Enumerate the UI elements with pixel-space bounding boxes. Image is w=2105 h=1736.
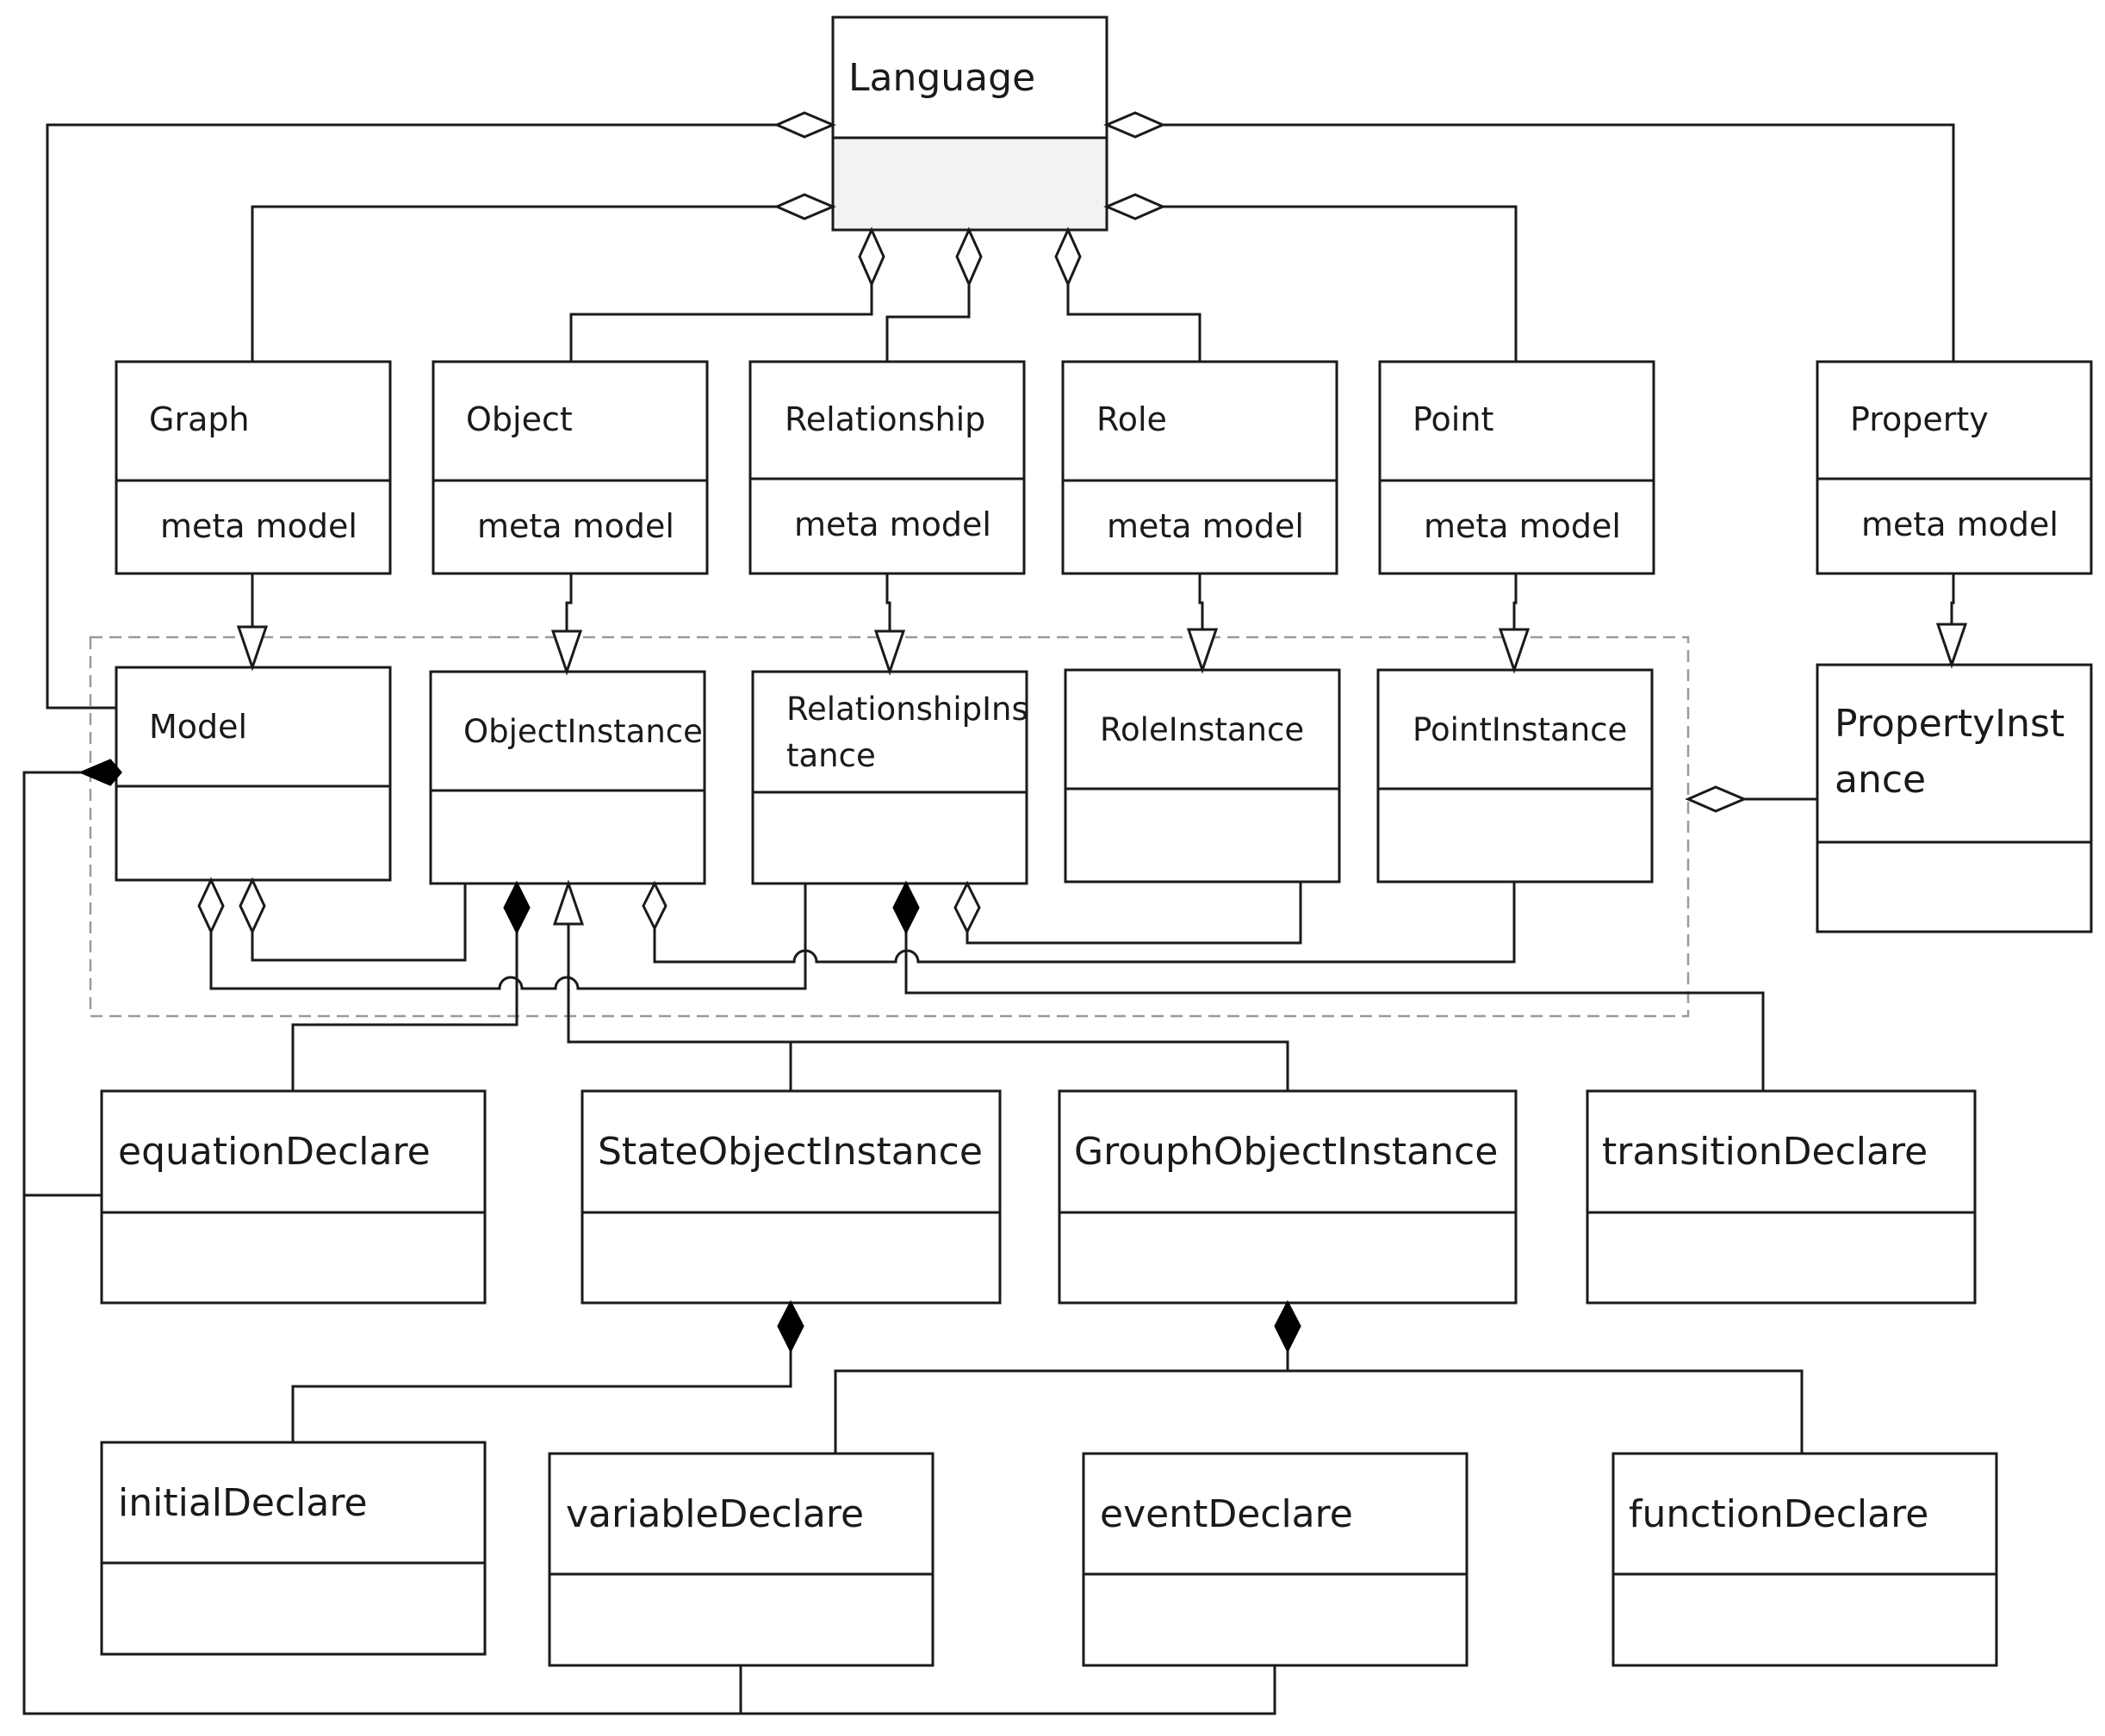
class-name: Property	[1850, 400, 1989, 438]
relationship-relinstance-line	[885, 574, 891, 637]
role-roleinstance-line	[1198, 574, 1204, 637]
class-role[interactable]: Role meta model	[1061, 360, 1338, 575]
class-name: GrouphObjectInstance	[1074, 1130, 1498, 1174]
class-attribute: meta model	[477, 507, 674, 545]
object-objectinstance-line	[565, 574, 573, 637]
class-name-line-1: RelationshipIns	[786, 691, 1028, 728]
aggregation-diamond	[197, 877, 225, 935]
aggregation-diamond	[1103, 193, 1166, 220]
grouphobject-declares-line	[834, 1350, 1804, 1454]
language-model-line	[46, 123, 777, 710]
aggregation-diamond	[1103, 111, 1166, 139]
model-objectinstance-line	[251, 884, 467, 962]
model-composition-bus	[22, 771, 1276, 1715]
class-propertyinstance[interactable]: PropertyInst ance	[1816, 663, 2093, 933]
model-relinstance-line	[209, 884, 807, 990]
class-grouphobjectinstance[interactable]: GrouphObjectInstance	[1058, 1089, 1518, 1305]
class-stateobjectinstance[interactable]: StateObjectInstance	[581, 1089, 1002, 1305]
language-graph-line	[251, 205, 777, 362]
connectors	[22, 123, 1955, 1715]
aggregation-diamond	[1054, 226, 1082, 288]
class-name-line-2: ance	[1835, 758, 1926, 802]
realization-arrow	[1186, 628, 1219, 674]
class-attribute: meta model	[1861, 505, 2058, 543]
class-name: initialDeclare	[118, 1481, 368, 1525]
class-name: Point	[1413, 400, 1493, 438]
stateobject-initialdeclare-line	[291, 1350, 792, 1442]
aggregation-diamond	[1685, 785, 1748, 813]
point-pointinstance-line	[1512, 574, 1518, 637]
class-initialdeclare[interactable]: initialDeclare	[100, 1441, 487, 1656]
class-eventdeclare[interactable]: eventDeclare	[1082, 1452, 1469, 1667]
class-attribute: meta model	[1424, 507, 1621, 545]
class-name: Model	[149, 708, 247, 746]
class-relationship[interactable]: Relationship meta model	[748, 360, 1026, 575]
realization-arrow	[873, 629, 906, 676]
generalization-arrow	[552, 879, 585, 926]
class-property[interactable]: Property meta model	[1816, 360, 2093, 575]
class-equationdeclare[interactable]: equationDeclare	[100, 1089, 487, 1305]
class-name: Graph	[149, 400, 250, 438]
class-name: variableDeclare	[566, 1492, 864, 1536]
composition-diamond	[892, 880, 920, 935]
class-name: RoleInstance	[1100, 711, 1304, 748]
class-name: StateObjectInstance	[598, 1130, 983, 1174]
aggregation-diamond	[773, 111, 836, 139]
generalization-line	[567, 916, 1289, 1091]
property-propertyinstance-line	[1950, 574, 1955, 629]
language-role-line	[1066, 284, 1202, 362]
class-transitiondeclare[interactable]: transitionDeclare	[1586, 1089, 1977, 1305]
class-point[interactable]: Point meta model	[1378, 360, 1655, 575]
aggregation-diamond	[239, 877, 266, 935]
composition-diamond	[78, 759, 122, 786]
class-roleinstance[interactable]: RoleInstance	[1064, 668, 1341, 884]
realization-arrow	[550, 629, 583, 676]
class-name: equationDeclare	[118, 1130, 431, 1174]
class-name: transitionDeclare	[1602, 1130, 1928, 1174]
class-name: Language	[848, 56, 1035, 100]
aggregation-diamond	[955, 226, 983, 288]
language-point-line	[1163, 205, 1518, 362]
realization-arrow	[1935, 623, 1968, 669]
class-name: Role	[1096, 400, 1167, 438]
class-language[interactable]: Language	[831, 16, 1108, 232]
aggregation-diamond	[642, 880, 668, 932]
objectinstance-pointinstance-line	[653, 882, 1516, 964]
composition-diamond	[777, 1299, 804, 1354]
realization-arrow	[236, 625, 269, 672]
class-attribute: meta model	[1107, 507, 1304, 545]
relinstance-roleinstance-line	[966, 882, 1302, 945]
class-name: Relationship	[785, 400, 985, 438]
realization-arrow	[1498, 628, 1531, 674]
language-relationship-line	[885, 284, 971, 362]
relinstance-transitiondeclare-line	[904, 932, 1765, 1091]
class-name: ObjectInstance	[463, 713, 703, 750]
class-model[interactable]: Model	[115, 666, 392, 882]
class-name: PointInstance	[1413, 711, 1627, 748]
class-pointinstance[interactable]: PointInstance	[1376, 668, 1654, 884]
class-functiondeclare[interactable]: functionDeclare	[1611, 1452, 1998, 1667]
class-attribute: meta model	[160, 507, 357, 545]
relationship-markers	[78, 111, 1968, 1354]
class-variabledeclare[interactable]: variableDeclare	[548, 1452, 935, 1667]
class-objectinstance[interactable]: ObjectInstance	[429, 670, 706, 885]
class-attribute: meta model	[794, 505, 991, 543]
language-object-line	[569, 284, 873, 362]
class-relationshipinstance[interactable]: RelationshipIns tance	[751, 670, 1028, 885]
objectinstance-equationdeclare-line	[291, 932, 518, 1091]
aggregation-diamond	[953, 880, 981, 935]
class-name: Object	[466, 400, 573, 438]
composition-diamond	[503, 880, 531, 935]
aggregation-diamond	[858, 226, 885, 288]
language-propertyinstance-line	[1163, 123, 1955, 362]
class-object[interactable]: Object meta model	[432, 360, 709, 575]
class-name-line-2: tance	[786, 737, 876, 774]
aggregation-diamond	[773, 193, 836, 220]
class-name-line-1: PropertyInst	[1835, 702, 2065, 746]
class-name: functionDeclare	[1629, 1492, 1928, 1536]
composition-diamond	[1274, 1299, 1301, 1354]
class-name: eventDeclare	[1100, 1492, 1353, 1536]
class-graph[interactable]: Graph meta model	[115, 360, 392, 575]
